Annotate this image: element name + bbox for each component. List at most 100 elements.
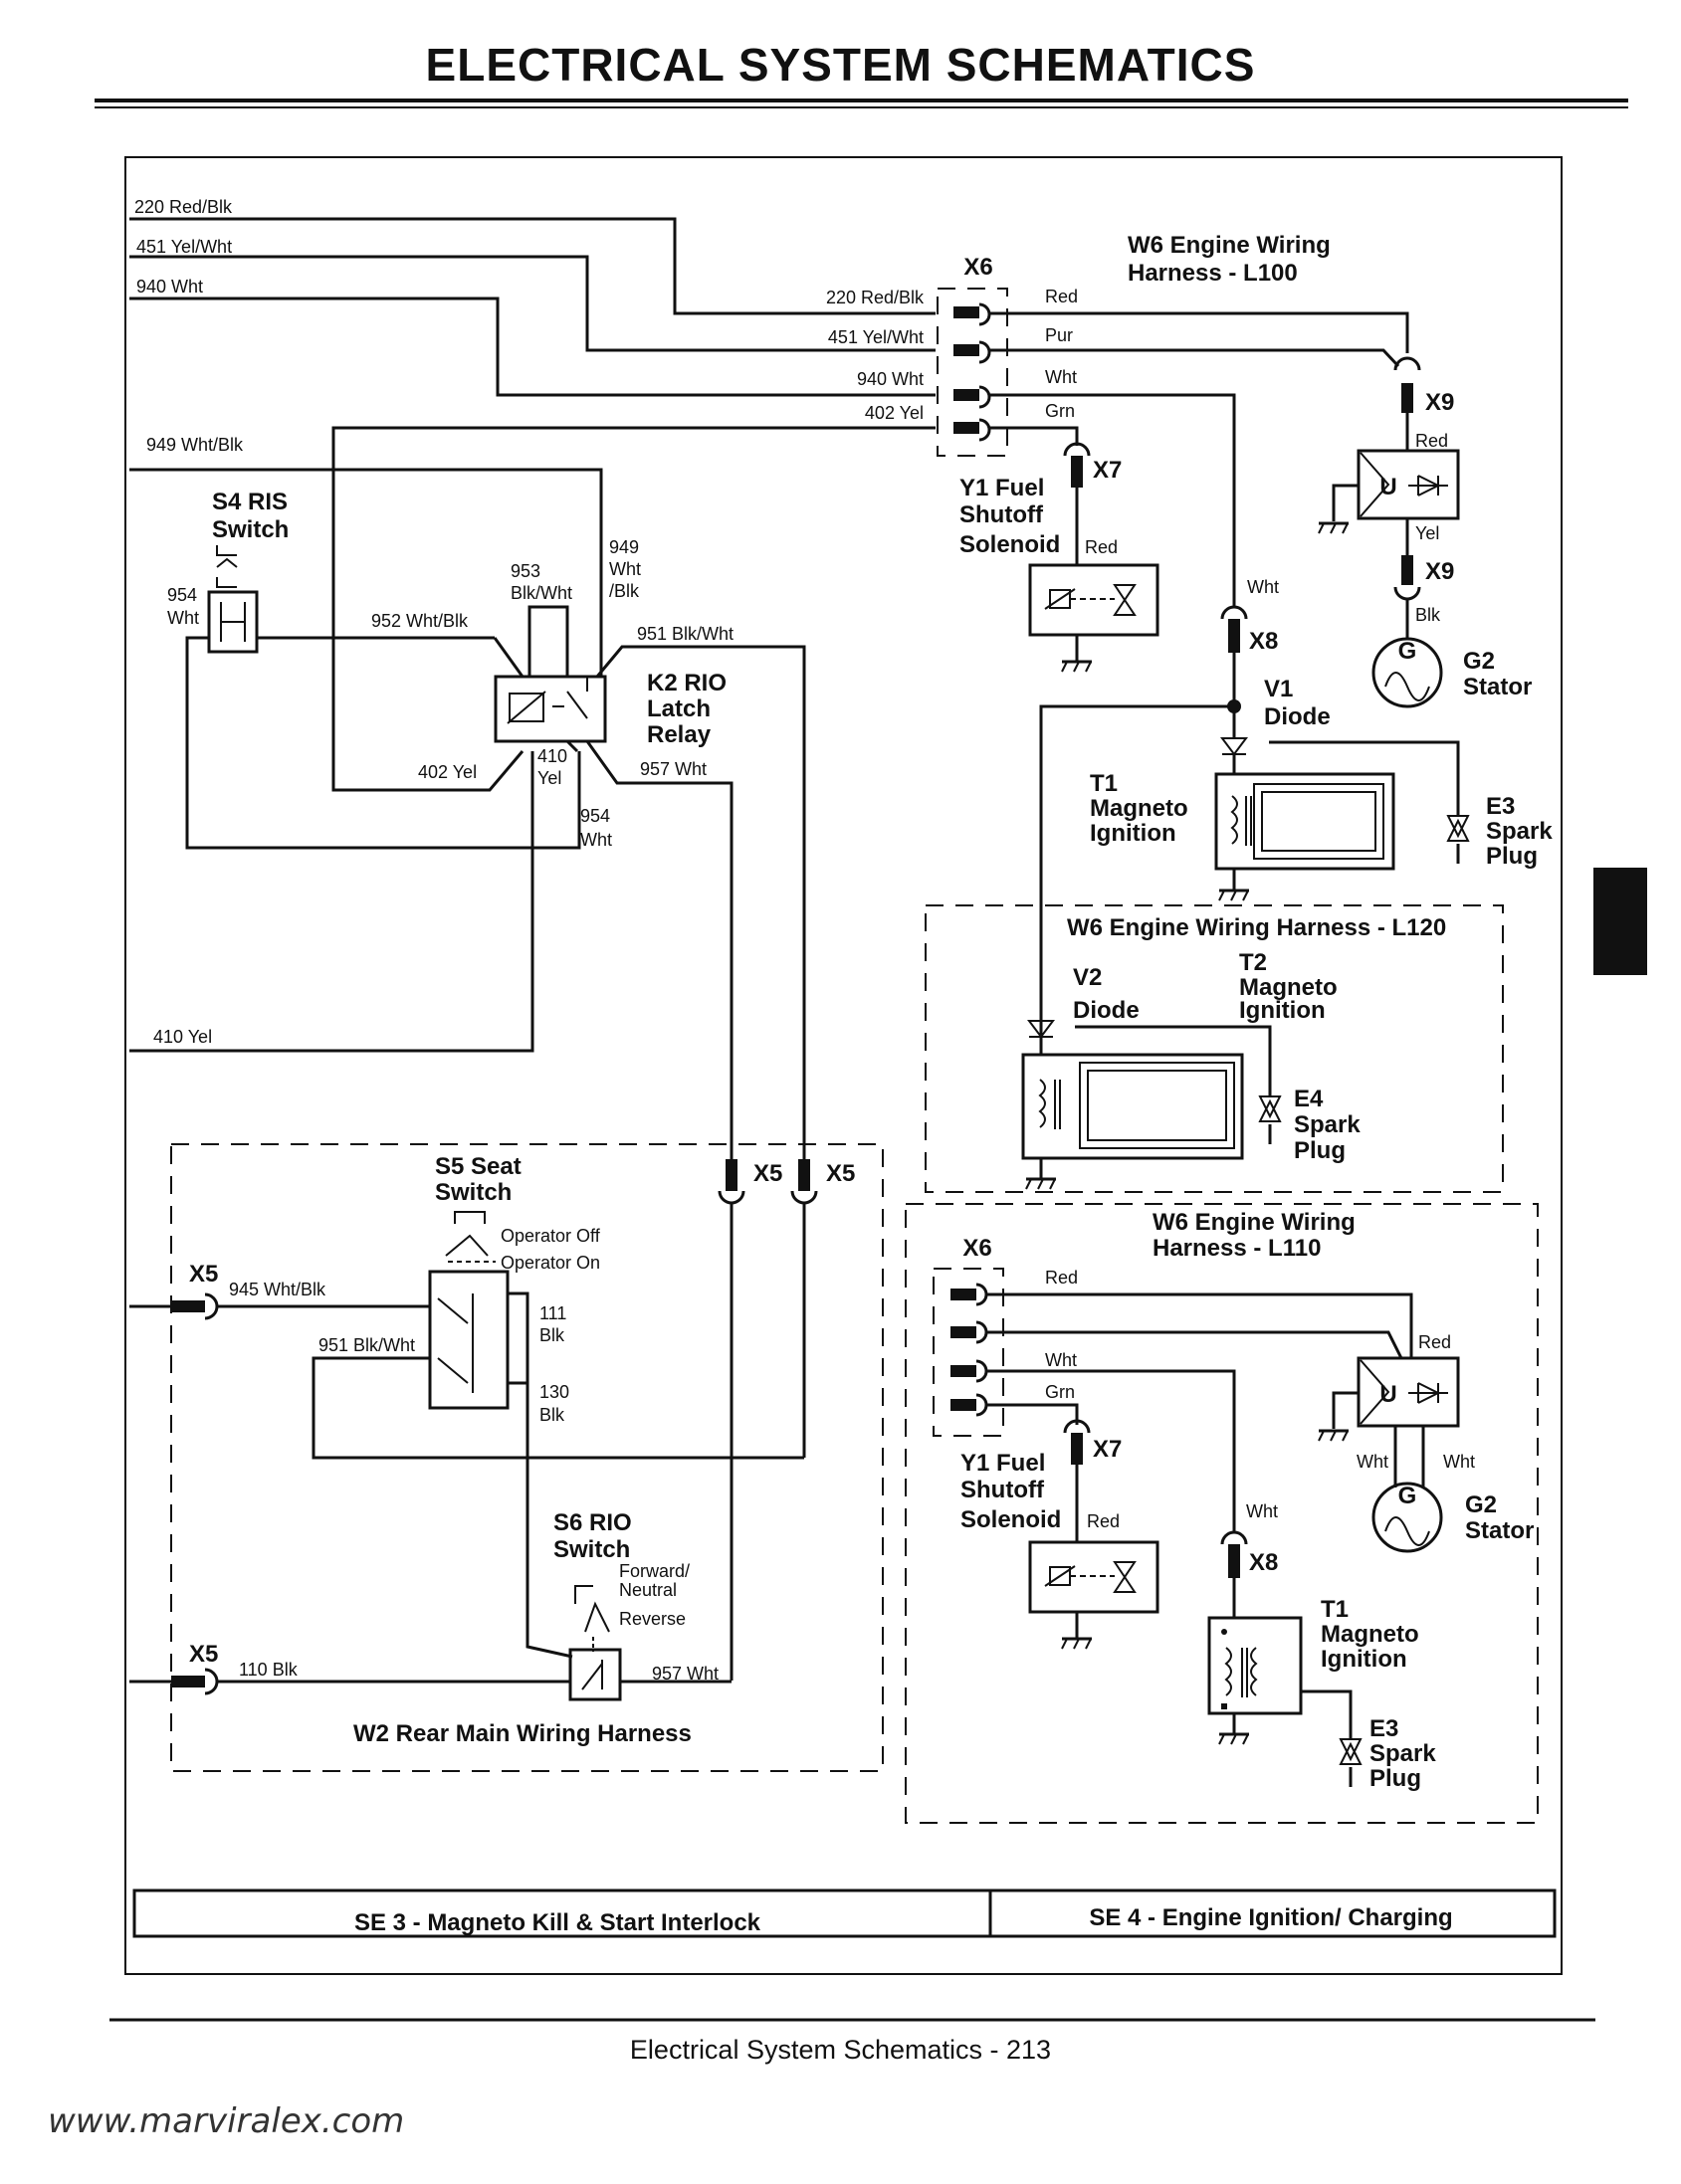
top-wires: 220 Red/Blk 451 Yel/Wht 940 Wht 949 Wht/… — [129, 197, 936, 1053]
schematic-label: Magneto — [1239, 974, 1338, 1001]
x5-label-2: X5 — [826, 1160, 855, 1187]
schematic-label: Wht — [1443, 1452, 1475, 1472]
schematic-label: Forward/ — [619, 1561, 690, 1581]
schematic-label: 110 Blk — [239, 1660, 299, 1680]
schematic-label: Switch — [435, 1179, 512, 1206]
schematic-label: Magneto — [1321, 1621, 1419, 1648]
schematic-label: Grn — [1045, 1382, 1075, 1402]
schematic-label: Y1 Fuel — [960, 1450, 1045, 1477]
x6-connector-top: X6 220 Red/Blk 451 Yel/Wht 940 Wht 402 Y… — [826, 254, 1409, 607]
schematic-label: X5 — [189, 1261, 218, 1288]
schematic-label: V1 — [1264, 676, 1293, 702]
x5-label-1: X5 — [753, 1160, 782, 1187]
schematic-label: 410 — [537, 746, 567, 766]
s4-ris-switch: S4 RIS Switch 954 Wht — [167, 489, 581, 850]
schematic-label: V2 — [1073, 964, 1102, 991]
y1-solenoid-top: X7 Y1 Fuel Shutoff Solenoid Red — [959, 442, 1159, 673]
schematic-label: S6 RIO — [553, 1509, 632, 1536]
schematic-label: E4 — [1294, 1086, 1324, 1112]
schematic-label: Blk — [539, 1325, 565, 1345]
schematic-label: G2 — [1465, 1491, 1497, 1518]
schematic-label: Plug — [1486, 843, 1538, 870]
schematic-label: 954 — [580, 806, 610, 826]
section-se4-caption: SE 4 - Engine Ignition/ Charging — [1089, 1904, 1452, 1931]
schematic-label: Grn — [1045, 401, 1075, 421]
schematic-label: 220 Red/Blk — [826, 288, 925, 307]
section-tab — [1593, 868, 1647, 975]
schematic-label: Magneto — [1090, 795, 1188, 822]
schematic-label: Diode — [1264, 703, 1331, 730]
schematic-label: W6 Engine Wiring — [1153, 1209, 1356, 1236]
schematic-label: Latch — [647, 695, 711, 722]
schematic-label: S4 RIS — [212, 489, 288, 515]
svg-text:G: G — [1398, 1483, 1417, 1509]
schematic-label: Solenoid — [959, 531, 1060, 558]
schematic-label: Spark — [1294, 1111, 1361, 1138]
schematic-label: Neutral — [619, 1580, 677, 1600]
wire-410-label: 410 Yel — [153, 1027, 212, 1047]
schematic-label: K2 RIO — [647, 670, 727, 696]
g2-stator-top-symbol — [1371, 637, 1443, 708]
schematic-label: 952 Wht/Blk — [371, 611, 469, 631]
w2-rear-main-harness: X5 X5 S5 Seat Switch Operator Off Operat… — [129, 1143, 884, 1772]
schematic-label: Wht — [580, 830, 612, 850]
schematic-label: 954 — [167, 585, 197, 605]
schematic-label: 940 Wht — [857, 369, 924, 389]
schematic-label: Stator — [1463, 674, 1532, 700]
schematic-label: Reverse — [619, 1609, 686, 1629]
schematic-label: Ignition — [1090, 820, 1176, 847]
schematic-label: T2 — [1239, 949, 1267, 976]
wire-949-label: 949 Wht/Blk — [146, 435, 244, 455]
x8-label-bottom: X8 — [1249, 1549, 1278, 1576]
schematic-label: Wht — [1045, 1350, 1077, 1370]
schematic-label: Operator On — [501, 1253, 600, 1273]
schematic-label: Switch — [212, 516, 289, 543]
schematic-label: Yel — [537, 768, 561, 788]
schematic-label: Spark — [1486, 818, 1553, 845]
schematic-label: Stator — [1465, 1517, 1534, 1544]
x8-v1-t1-e3-top: Wht X8 V1 Diode T1 Magneto Ignition E3 S… — [1039, 577, 1553, 1035]
schematic-label: Shutoff — [959, 501, 1044, 528]
w6-l120-harness: W6 Engine Wiring Harness - L120 T2 Magne… — [925, 904, 1504, 1193]
schematic-label: Yel — [1415, 523, 1439, 543]
schematic-label: Wht — [1247, 577, 1279, 597]
watermark-url[interactable]: www.marviralex.com — [48, 2101, 405, 2141]
w6-l100-title-2: Harness - L100 — [1128, 260, 1298, 287]
w6-l110-harness: W6 Engine Wiring Harness - L110 X6 Red W… — [905, 1203, 1539, 1824]
page-footer: Electrical System Schematics - 213 — [629, 2035, 1052, 2065]
w6-l100-title-1: W6 Engine Wiring — [1128, 232, 1331, 259]
schematic-label: Red — [1415, 431, 1448, 451]
schematic-label: Solenoid — [960, 1506, 1061, 1533]
wire-220-label: 220 Red/Blk — [134, 197, 233, 217]
schematic-label: Red — [1087, 1511, 1120, 1531]
svg-text:G: G — [1398, 638, 1417, 665]
schematic-label: Spark — [1369, 1740, 1436, 1767]
schematic-label: Switch — [553, 1536, 630, 1563]
schematic-label: Plug — [1369, 1765, 1421, 1792]
schematic-label: E3 — [1369, 1715, 1398, 1742]
schematic-label: Wht — [1357, 1452, 1388, 1472]
page-title: ELECTRICAL SYSTEM SCHEMATICS — [425, 39, 1256, 91]
schematic-label: /Blk — [609, 581, 640, 601]
schematic-label: Pur — [1045, 325, 1073, 345]
schematic-label: G2 — [1463, 648, 1495, 675]
schematic-label: S5 Seat — [435, 1153, 522, 1180]
schematic-label: E3 — [1486, 793, 1515, 820]
schematic-label: 957 Wht — [652, 1664, 719, 1684]
schematic-label: Plug — [1294, 1137, 1346, 1164]
schematic-label: Y1 Fuel — [959, 475, 1044, 501]
schematic-label: X5 — [189, 1641, 218, 1668]
schematic-label: Diode — [1073, 997, 1140, 1024]
schematic-label: Blk — [1415, 605, 1441, 625]
k2-rio-latch-relay: K2 RIO Latch Relay 953 Blk/Wht 949 Wht /… — [371, 537, 806, 1159]
x6-top-label: X6 — [963, 254, 992, 281]
schematic-label: Wht — [1045, 367, 1077, 387]
schematic-label: 951 Blk/Wht — [637, 624, 734, 644]
schematic-label: 451 Yel/Wht — [828, 327, 924, 347]
t2-magneto — [1021, 1053, 1244, 1160]
schematic-label: 951 Blk/Wht — [318, 1335, 415, 1355]
x9-rectifier-stator-top: X9 Red U Yel X9 Blk G G2 Stator — [1318, 356, 1532, 708]
t1-magneto-top — [1214, 772, 1395, 871]
schematic-label: Relay — [647, 721, 712, 748]
schematic-label: W6 Engine Wiring Harness - L120 — [1067, 914, 1446, 941]
